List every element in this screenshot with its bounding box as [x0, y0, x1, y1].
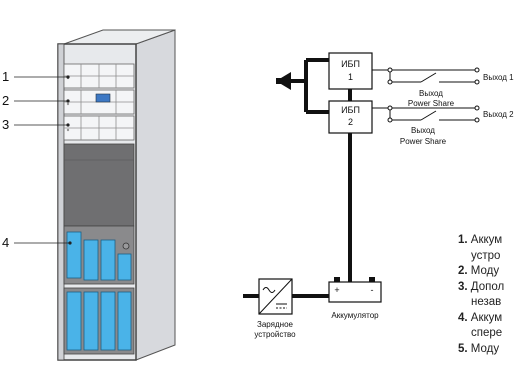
callout-2: 2 [2, 93, 9, 108]
legend-num: 2. [458, 265, 468, 277]
cabinet-callouts: 1 2 3 4 [2, 69, 72, 250]
cabinet-door-edge [57, 43, 65, 361]
ups-1-power-share-line2: Power Share [408, 99, 455, 108]
legend-text: Моду [470, 265, 500, 277]
legend-text: Аккум [470, 234, 503, 246]
legend-item-2: 2. Моду [458, 264, 524, 280]
ac-wave-icon [262, 287, 276, 293]
input-bus [291, 58, 329, 114]
callout-1: 1 [2, 69, 9, 84]
cabinet-side-panel [135, 29, 176, 361]
charger-label-line2: устройство [254, 330, 296, 339]
module-3-panel [63, 115, 135, 141]
door-lock-icon [122, 242, 130, 250]
ups-2-power-share-line1: Выход [411, 126, 435, 135]
ups-2-power-share-line2: Power Share [400, 137, 447, 146]
legend-item-1: 1. Аккум [458, 233, 524, 249]
battery-minus: - [371, 285, 374, 295]
ups-2-output-label: Выход 2 [483, 110, 514, 119]
legend-item-4-cont: спере [458, 326, 524, 342]
legend-text: спере [471, 327, 503, 339]
charger-box [258, 278, 293, 315]
control-display-icon [95, 93, 111, 103]
legend-text: Допол [470, 280, 505, 293]
ups-2-label: ИБП [341, 105, 360, 115]
legend-item-3: 3. Допол [458, 280, 524, 296]
legend-num: 5. [458, 342, 468, 355]
ups-1-number: 1 [348, 72, 353, 82]
battery-packs-upper [66, 231, 132, 281]
battery-label: Аккумулятор [331, 311, 379, 320]
legend-item-3-cont: незав [458, 295, 524, 311]
legend-text: Моду [470, 342, 500, 355]
legend-item-5: 5. Моду [458, 342, 524, 358]
ups-1-box: ИБП 1 [328, 52, 373, 90]
legend-num: 4. [458, 311, 468, 324]
module-2-panel [63, 89, 135, 115]
battery-packs-lower [66, 291, 132, 351]
ups-1-power-share-line1: Выход [419, 89, 443, 98]
power-input-icon [276, 72, 291, 90]
legend-list: 1. Аккум устро 2. Моду 3. Допол незав 4.… [458, 233, 524, 357]
legend-text: незав [471, 296, 502, 308]
ups-2-number: 2 [348, 117, 353, 127]
ups-1-label: ИБП [341, 59, 360, 69]
battery-plus: + [334, 285, 339, 295]
callout-3: 3 [2, 117, 9, 132]
battery-box: + - [328, 277, 382, 303]
charger-label-line1: Зарядное [257, 320, 294, 329]
legend-text: устро [471, 249, 501, 262]
ups-2-box: ИБП 2 [328, 100, 373, 134]
dark-panel [63, 143, 135, 227]
callout-4: 4 [2, 235, 9, 250]
legend-text: Аккум [470, 311, 503, 324]
legend-item-4: 4. Аккум [458, 311, 524, 327]
module-1-panel [63, 63, 135, 89]
ups-1-output-label: Выход 1 [483, 73, 514, 82]
legend-num: 3. [458, 280, 468, 293]
ups-1-outputs [372, 67, 480, 85]
server-cabinet [57, 29, 176, 361]
ups-2-outputs [372, 105, 480, 123]
legend-num: 1. [458, 234, 468, 246]
legend-item-1-cont: устро [458, 249, 524, 265]
